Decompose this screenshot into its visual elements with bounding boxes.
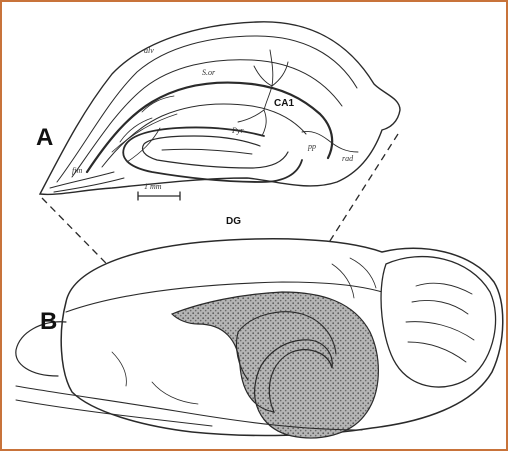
panel-a-label: A (36, 124, 53, 152)
brain-lateral-view (16, 239, 503, 438)
alveus-note: alv (144, 46, 154, 55)
ca1-dendrites (238, 50, 288, 136)
dentate-gyrus-outer (123, 127, 302, 182)
alveus-layer (57, 36, 357, 182)
scale-bar-label: 1 mm (144, 182, 162, 191)
radiatum-note: rad (342, 154, 353, 163)
dg-label: DG (226, 216, 241, 227)
scale-bar-line (138, 192, 180, 200)
pyramidal-note: Pyr (232, 126, 244, 135)
ca1-label: CA1 (274, 98, 294, 109)
hilus-line (162, 149, 252, 154)
dentate-gyrus-inner (143, 136, 288, 168)
stratum-oriens-note: S.or (202, 68, 215, 77)
fimbria-note: fim (72, 166, 82, 175)
hippocampal-section (40, 22, 400, 200)
perforant-path-note: pp (308, 142, 316, 151)
panel-b-label: B (40, 308, 57, 336)
section-outline (40, 22, 400, 195)
fimbria (50, 172, 124, 192)
